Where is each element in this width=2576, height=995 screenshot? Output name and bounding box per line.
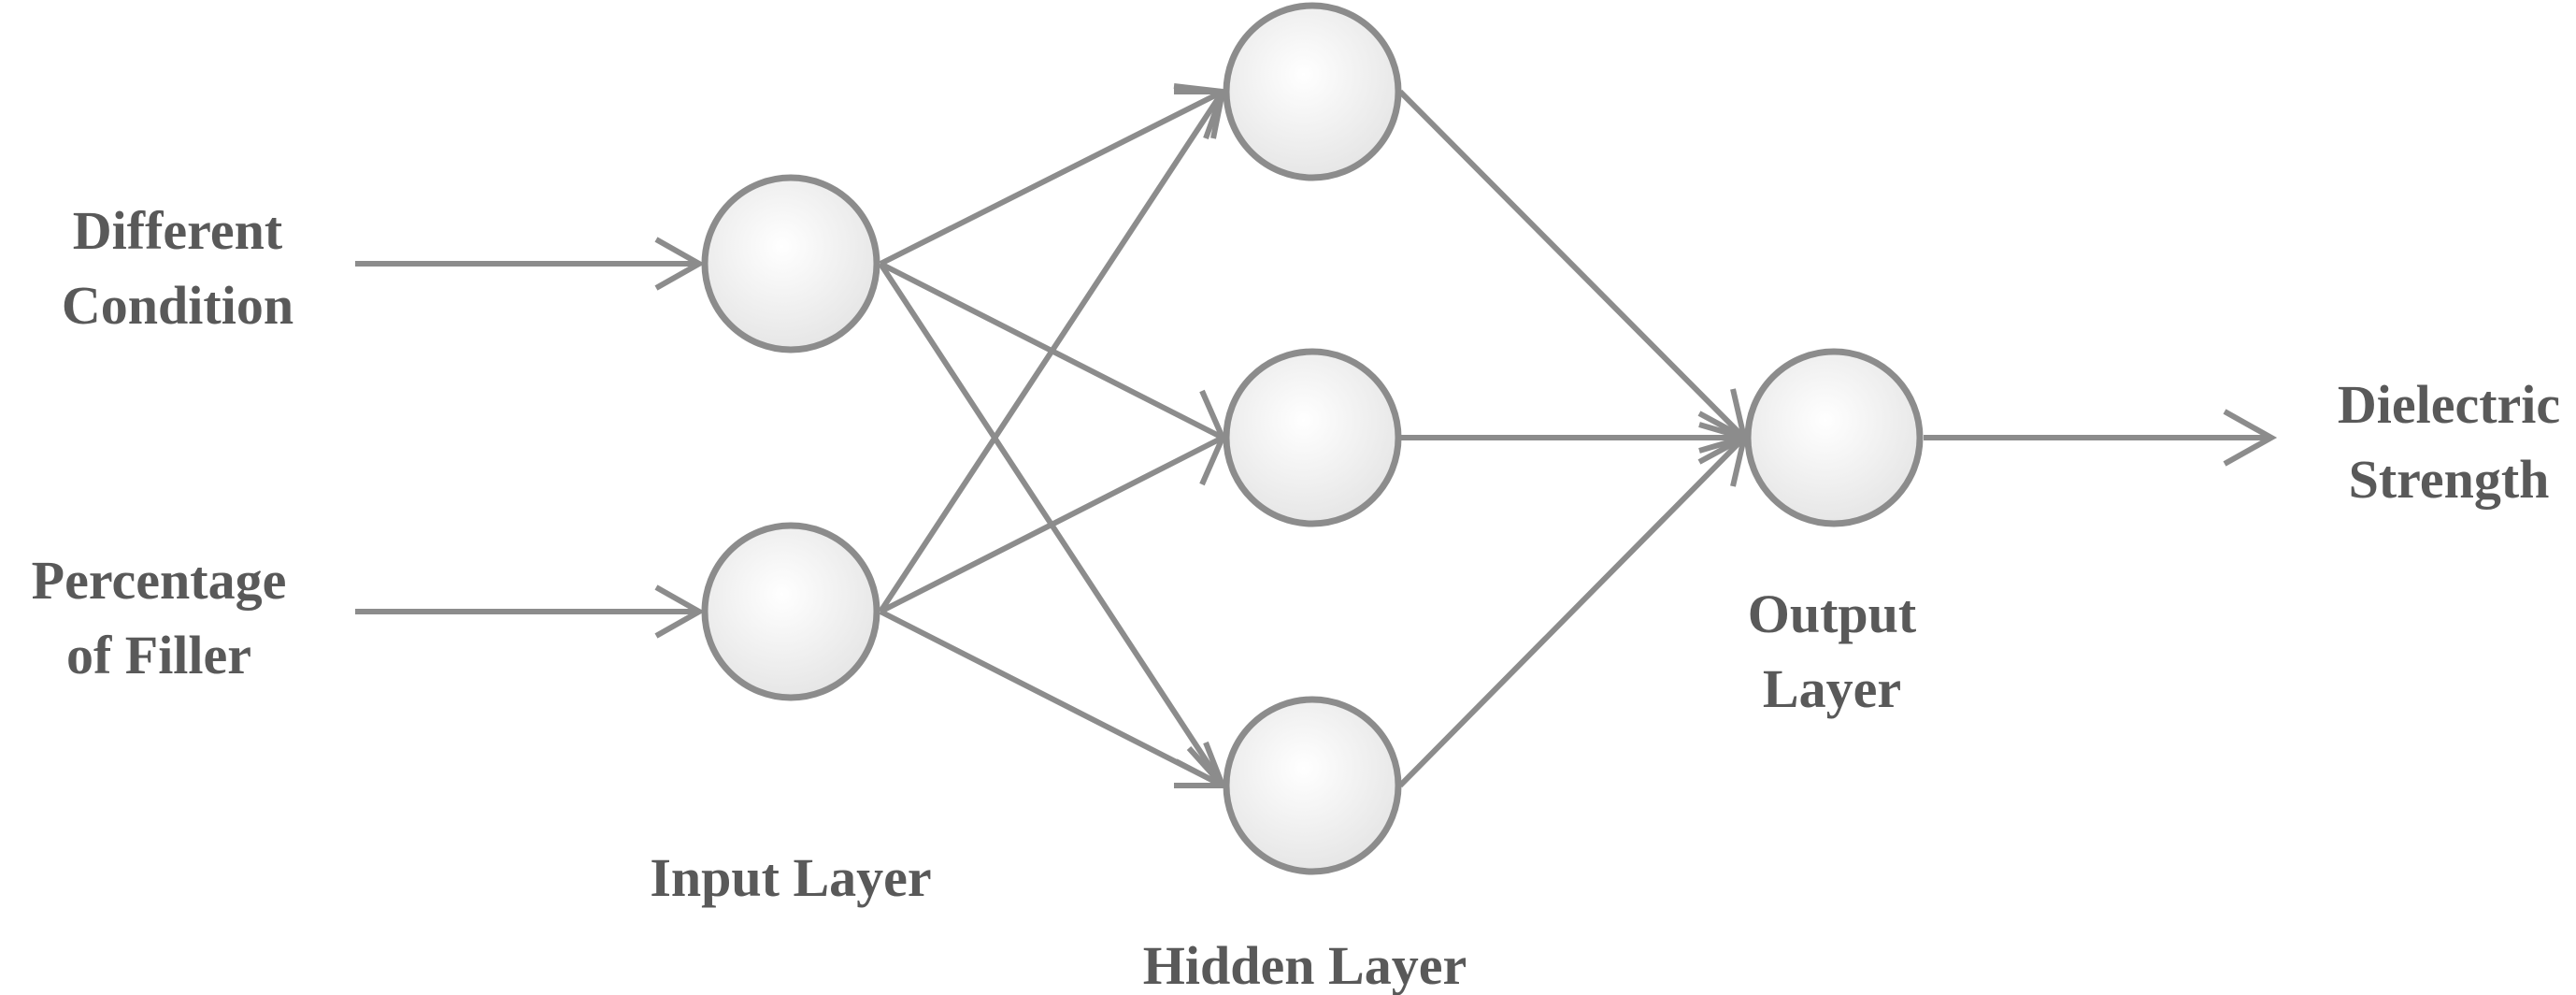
input-node-1 bbox=[701, 174, 880, 353]
output-node bbox=[1744, 348, 1924, 527]
input-layer-label: Input Layer bbox=[650, 847, 931, 908]
input-hidden-connections bbox=[878, 89, 1225, 788]
edge-i1-h1 bbox=[879, 89, 1224, 267]
input-2-label-line1: Percentage bbox=[32, 550, 287, 611]
input-arrowhead-2 bbox=[654, 584, 706, 639]
input-2-label-line2: of Filler bbox=[66, 625, 251, 685]
arrowhead-h3-b bbox=[1174, 745, 1225, 788]
arrowhead-output-c bbox=[1698, 433, 1749, 487]
arrowhead-h1-b bbox=[1174, 89, 1227, 140]
input-arrowhead-1 bbox=[654, 237, 706, 291]
hidden-arrowheads bbox=[1173, 83, 1227, 788]
output-arrowhead bbox=[2223, 409, 2278, 467]
input-1-label-line1: Different bbox=[73, 200, 283, 261]
hidden-layer-label: Hidden Layer bbox=[1143, 935, 1467, 995]
hidden-node-3 bbox=[1223, 696, 1402, 875]
hidden-node-1 bbox=[1223, 2, 1402, 181]
edge-h1-o bbox=[1397, 89, 1747, 440]
edge-i2-h2 bbox=[879, 435, 1224, 614]
hidden-output-connections bbox=[1397, 89, 1747, 788]
input-1-label-line2: Condition bbox=[62, 275, 293, 336]
edge-h3-o bbox=[1397, 435, 1747, 788]
edge-i2-h1 bbox=[878, 90, 1225, 613]
output-layer-label-line2: Layer bbox=[1763, 658, 1901, 719]
output-label-line1: Dielectric bbox=[2338, 374, 2560, 435]
input-node-2 bbox=[701, 522, 880, 701]
hidden-node-2 bbox=[1223, 348, 1402, 527]
output-label-line2: Strength bbox=[2349, 449, 2550, 510]
edge-i2-h3 bbox=[879, 609, 1224, 788]
arrowhead-h2 bbox=[1199, 389, 1226, 486]
output-layer-label-line1: Output bbox=[1748, 584, 1917, 644]
